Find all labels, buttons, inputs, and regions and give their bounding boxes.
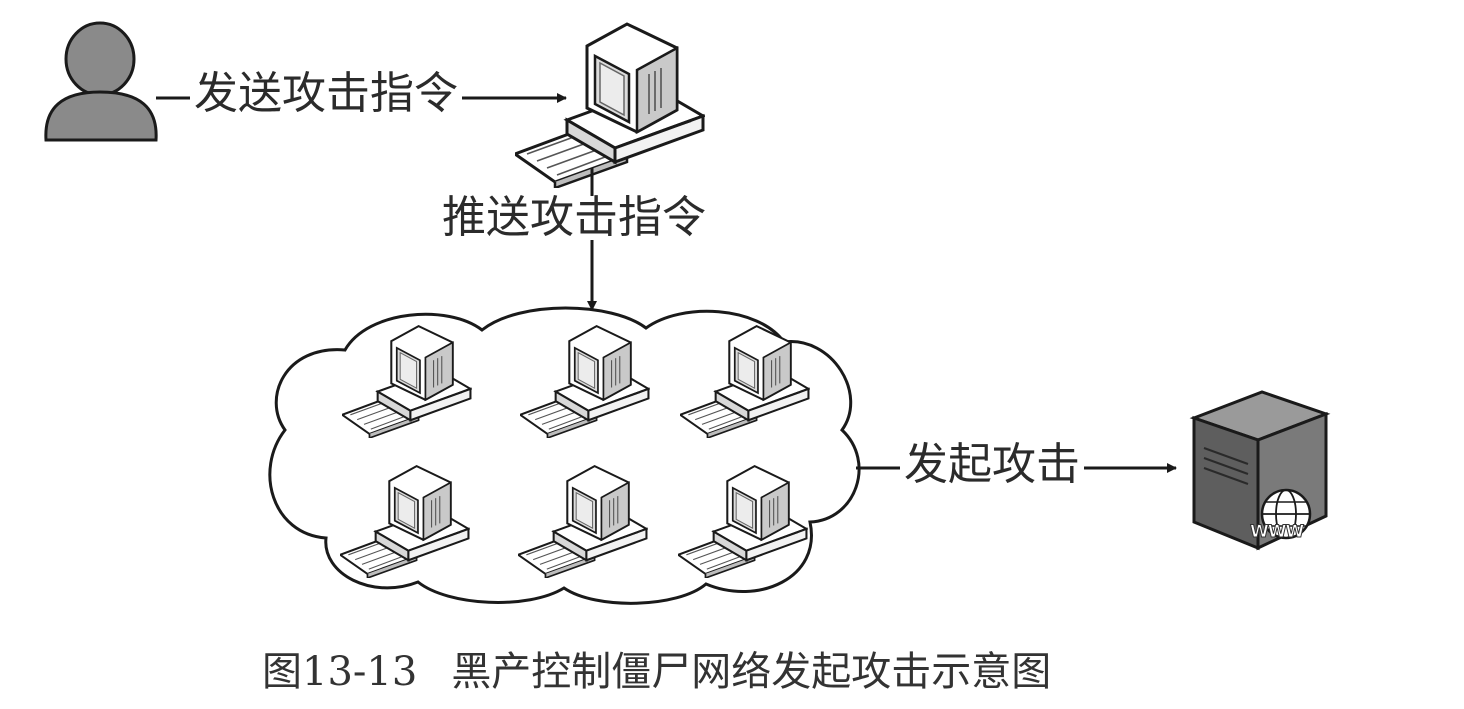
send-command-label: 发送攻击指令 (190, 72, 462, 116)
figure-number: 图13-13 (262, 649, 418, 695)
www-label: WWW (1249, 522, 1304, 542)
web-server-icon (1189, 390, 1331, 551)
figure-caption: 图13-13 黑产控制僵尸网络发起攻击示意图 (262, 652, 1051, 692)
globe-icon (1260, 488, 1312, 540)
launch-attack-label: 发起攻击 (900, 443, 1084, 487)
person-icon (44, 21, 158, 142)
push-command-label: 推送攻击指令 (438, 196, 710, 240)
controller-computer-icon (515, 22, 705, 188)
figure-title: 黑产控制僵尸网络发起攻击示意图 (451, 649, 1052, 695)
